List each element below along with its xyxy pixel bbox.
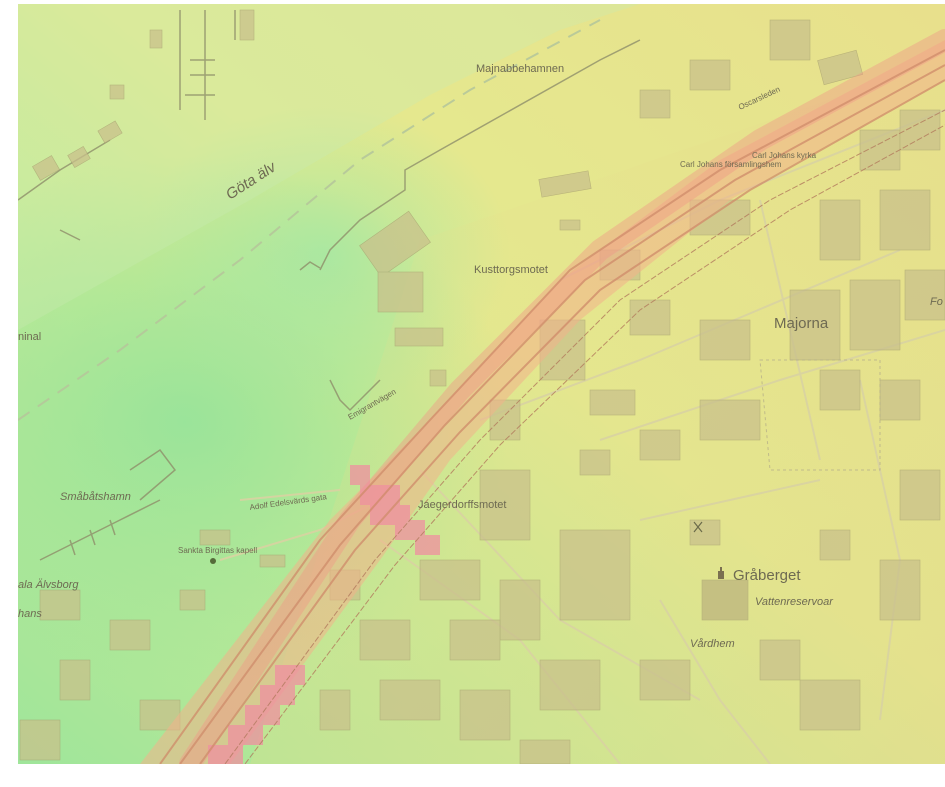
label-graberget: Gråberget (733, 567, 801, 584)
map-canvas[interactable]: Göta älv Majnabbehamnen Kusttorgsmotet J… (17, 4, 945, 775)
label-church: Carl Johans kyrka (752, 151, 817, 160)
label-vattenreservoar: Vattenreservoar (755, 596, 834, 608)
chapel-icon (210, 558, 216, 564)
north-quays (17, 10, 236, 241)
windmill-icon (693, 521, 703, 533)
heat-corridor-main (140, 40, 945, 764)
heat-corridor-core (179, 29, 945, 775)
park-outline (759, 359, 881, 471)
label-edge-left: hans (18, 608, 42, 620)
left-margin (0, 0, 18, 787)
label-kusttorgsmotet: Kusttorgsmotet (474, 264, 548, 276)
river-area (18, 4, 640, 330)
label-majorna: Majorna (774, 315, 829, 332)
buildings (19, 9, 945, 765)
church-icon (718, 567, 724, 579)
label-jaegerdorffsmotet: Jaegerdorffsmotet (418, 499, 506, 511)
label-alvsborg: ala Älvsborg (18, 579, 79, 591)
label-church-hall: Carl Johans församlingshem (680, 160, 782, 169)
label-terminal: ninal (18, 331, 41, 343)
label-smabatshamn: Småbåtshamn (60, 491, 131, 503)
river-dashed-line (17, 19, 601, 421)
heat-peaks (208, 465, 440, 764)
label-chapel: Sankta Birgittas kapell (178, 546, 257, 555)
label-vardhem: Vårdhem (690, 638, 735, 650)
bottom-margin (0, 764, 945, 787)
harbor-edge (39, 39, 641, 561)
railway-lines (224, 109, 945, 765)
highway-lines (159, 49, 945, 765)
label-harbor: Majnabbehamnen (476, 63, 564, 75)
label-edge-right: Fo (930, 296, 943, 308)
